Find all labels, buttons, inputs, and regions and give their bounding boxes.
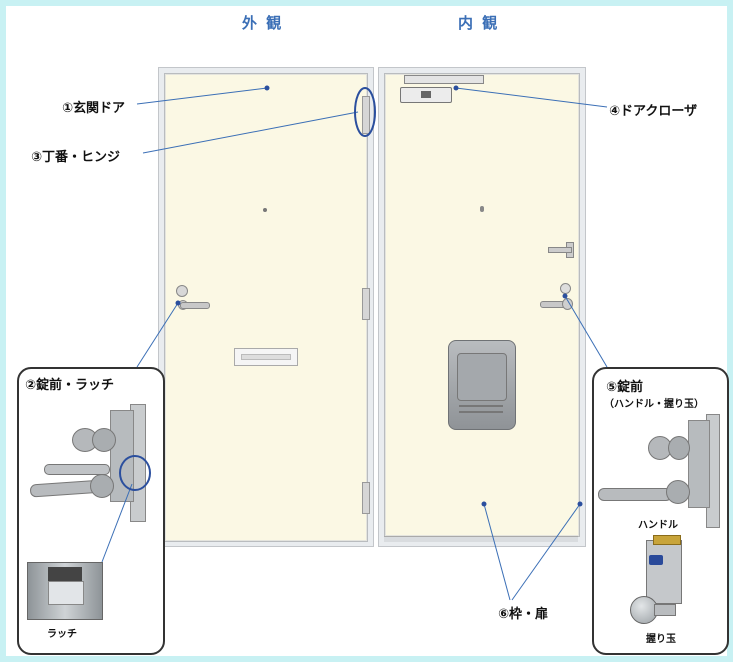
hinge-top-icon: [362, 96, 370, 134]
hinge-highlight-circle: [354, 87, 376, 137]
mailbox-icon: [448, 340, 516, 430]
door-leaf-point-marker: [481, 501, 487, 507]
door-closer-icon: [400, 87, 452, 103]
latch-handle-back-icon: [44, 464, 110, 475]
hinge-label: ③丁番・ヒンジ: [31, 150, 121, 165]
door-guard-icon: [548, 247, 572, 253]
latch-sublabel: ラッチ: [47, 629, 77, 640]
interior-viewer: [480, 206, 484, 212]
latch-lock-leader-line: [136, 302, 179, 368]
door-leader-line: [136, 87, 268, 105]
closer-leader-line: [455, 87, 608, 108]
latch-detail-leader-line: [101, 483, 133, 563]
lock-handle-point-marker: [562, 293, 568, 299]
latch-point-marker: [175, 300, 181, 306]
exterior-handle-icon: [180, 302, 210, 309]
handle-sublabel: ハンドル: [638, 520, 678, 531]
closer-point-marker: [453, 85, 459, 91]
hinge-middle-icon: [362, 288, 370, 320]
interior-handle-base-icon: [562, 298, 573, 310]
frame-point-marker: [577, 501, 583, 507]
knob-lock-case-icon: [646, 535, 682, 604]
door-point-marker: [264, 85, 270, 91]
knob-spindle-icon: [654, 604, 676, 616]
closer-arm-icon: [404, 75, 484, 84]
lock-handle-leader-line: [564, 295, 608, 368]
door-knob-icon: [630, 596, 658, 624]
mail-slot: [234, 348, 298, 366]
hinge-bottom-icon: [362, 482, 370, 514]
right-lock-case-icon: [688, 420, 710, 508]
latch-handle-rose-icon: [90, 474, 114, 498]
latch-lock-label: ②錠前・ラッチ: [25, 378, 115, 393]
exterior-heading: 外 観: [242, 14, 284, 32]
interior-heading: 内 観: [458, 14, 500, 32]
handle-rose-icon: [666, 480, 690, 504]
exterior-cylinder-icon: [176, 285, 188, 297]
door-sill: [384, 536, 578, 542]
right-lock-cylinder-back-icon: [668, 436, 690, 460]
knob-sublabel: 握り玉: [646, 634, 676, 645]
hinge-leader-line: [142, 111, 359, 154]
latch-detail-image: [27, 562, 103, 620]
door-label: ①玄関ドア: [62, 101, 126, 116]
frame-leader-line-2: [511, 503, 581, 601]
frame-door-label: ⑥枠・扉: [498, 607, 549, 622]
thumb-turn-icon: [560, 283, 571, 294]
lock-handle-label: ⑤錠前: [606, 380, 644, 395]
closer-label: ④ドアクローザ: [609, 104, 698, 119]
lock-cylinder-back-icon: [92, 428, 116, 452]
door-viewer: [263, 208, 267, 212]
frame-leader-line-1: [483, 503, 511, 601]
lock-handle-sublabel: （ハンドル・握り玉）: [604, 399, 704, 410]
latch-highlight-circle: [119, 455, 151, 491]
